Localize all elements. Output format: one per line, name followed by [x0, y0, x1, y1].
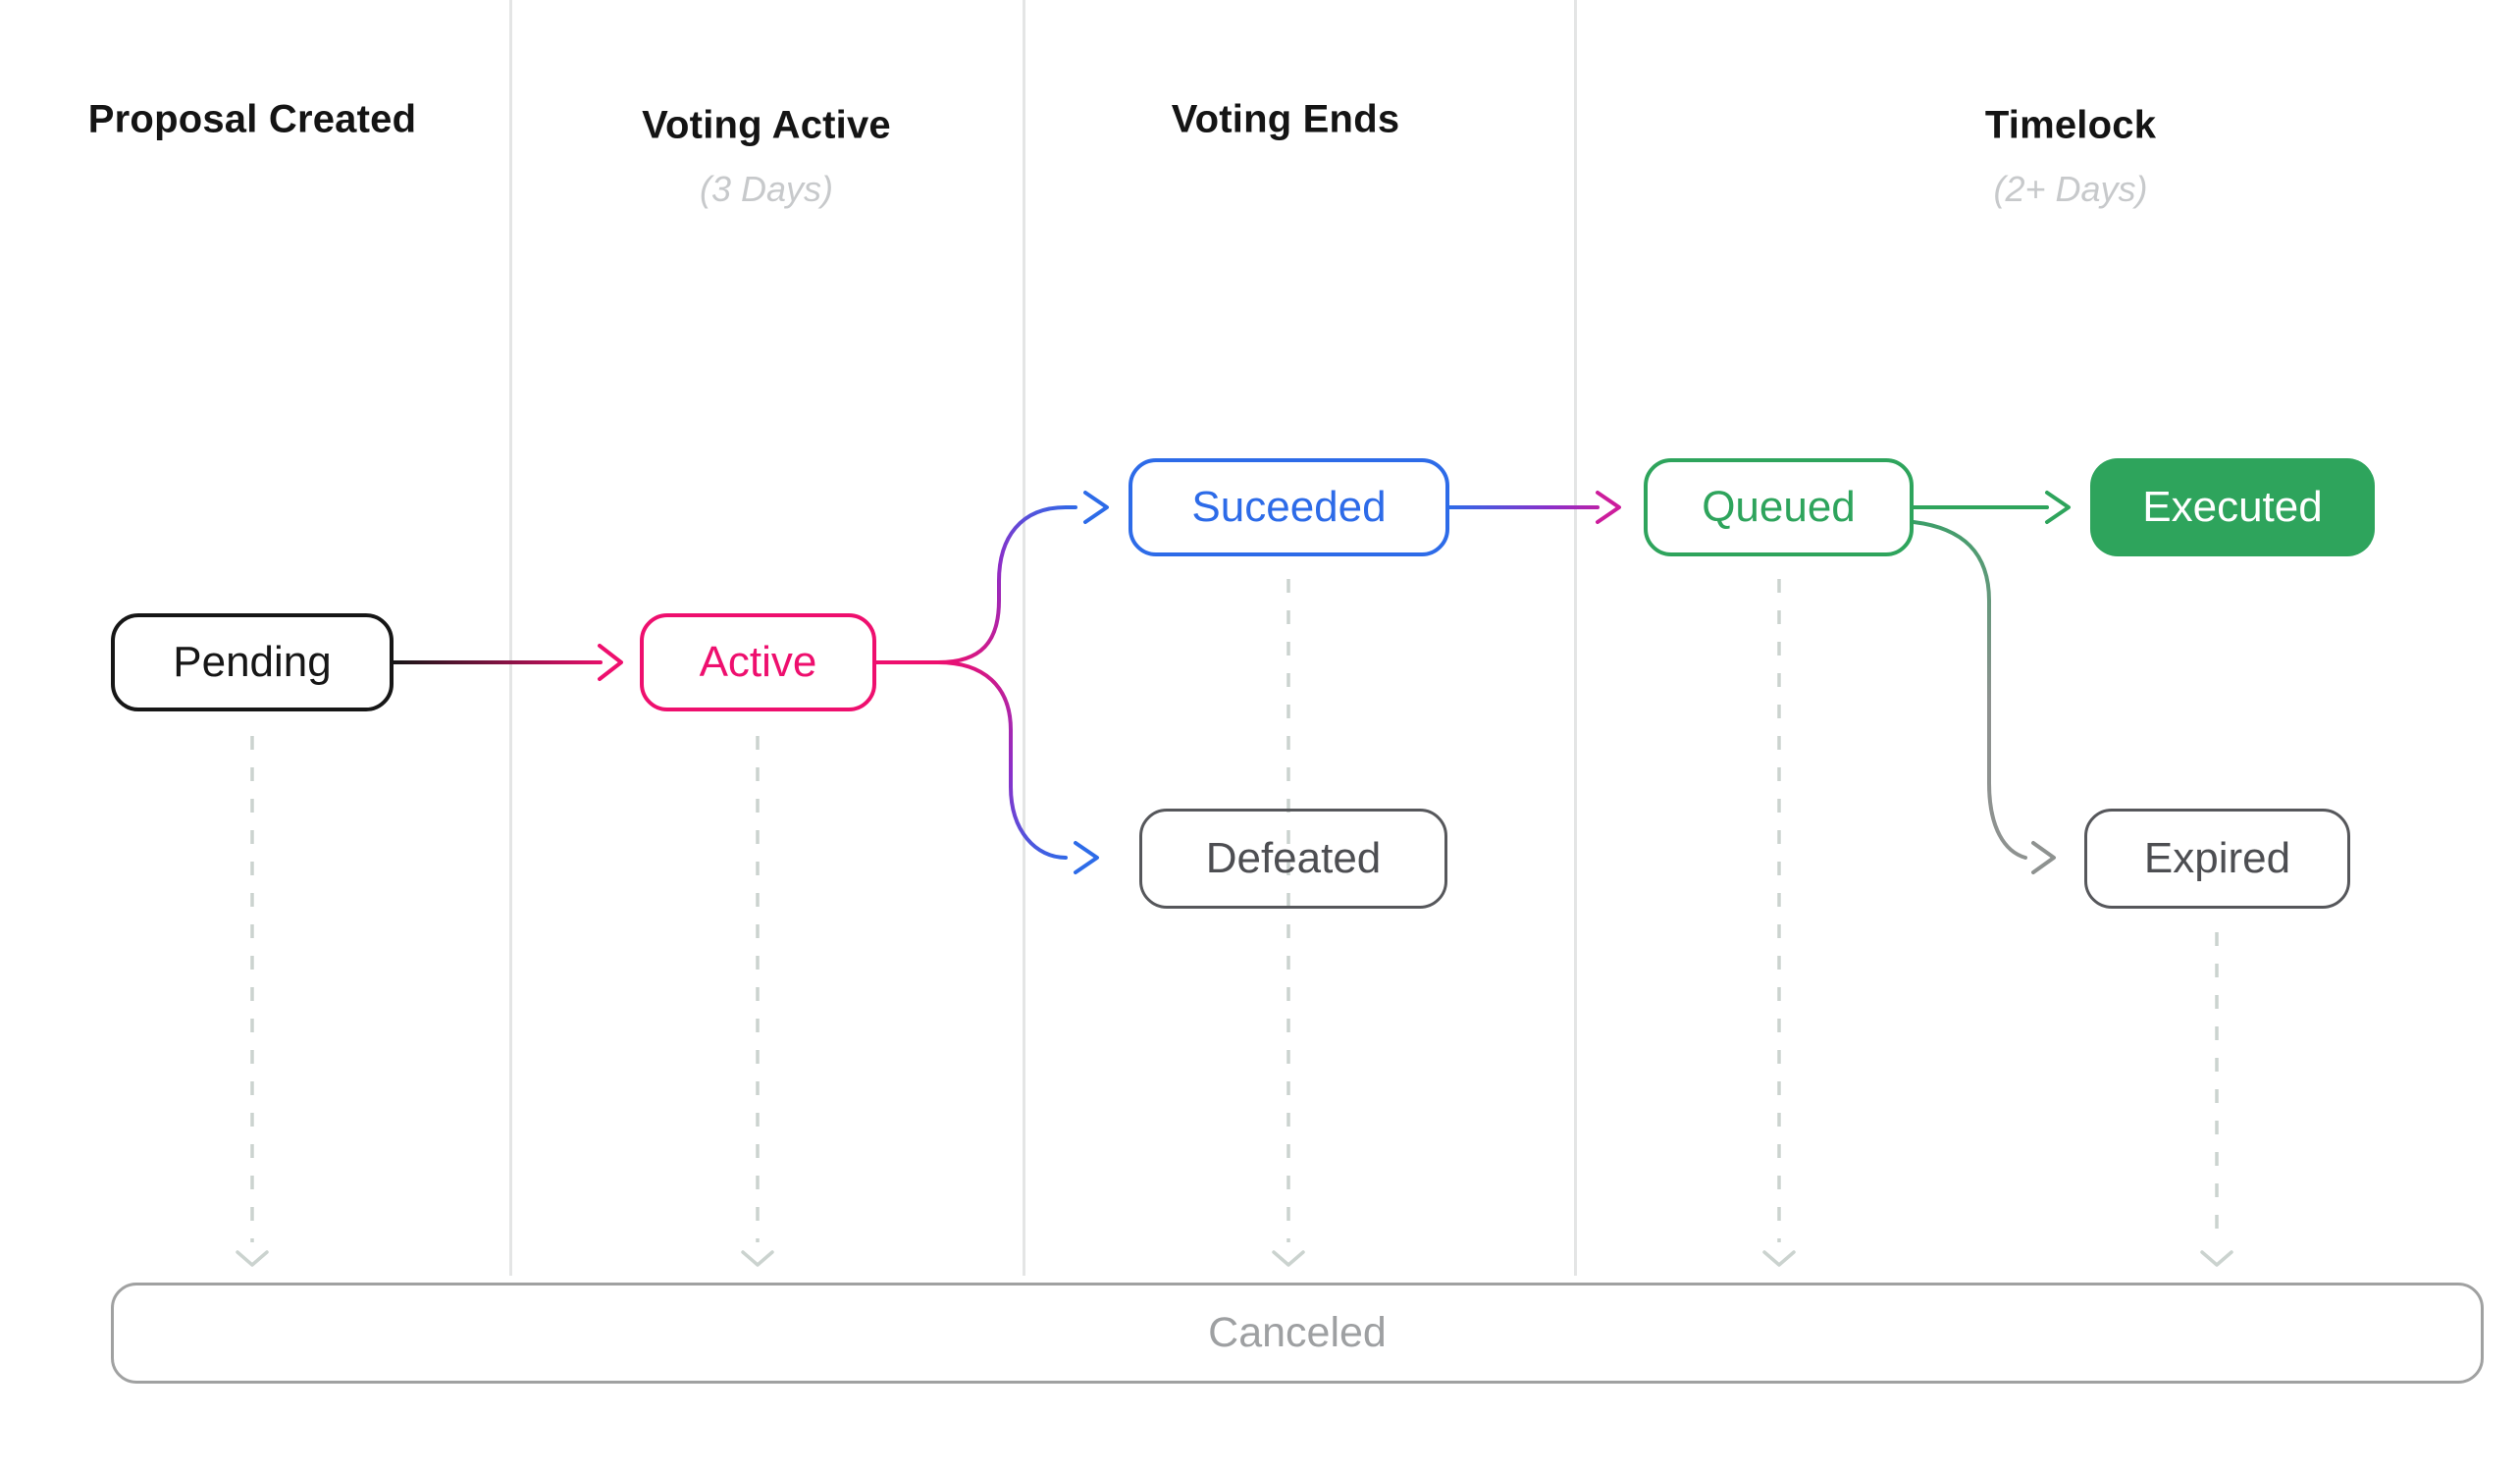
node-succeeded-label: Suceeded: [1191, 483, 1387, 531]
arrowhead-queued-to-executed: [2045, 491, 2071, 524]
node-executed: Executed: [2090, 458, 2375, 556]
chevron-down-icon: [236, 1250, 269, 1267]
node-queued-label: Queued: [1702, 483, 1856, 531]
node-defeated-label: Defeated: [1205, 834, 1382, 882]
arrowhead-queued-to-expired: [2031, 841, 2056, 874]
arrowhead-pending-to-active: [598, 644, 623, 681]
arrow-active-to-defeated: [936, 660, 1068, 860]
cancel-dashed-lines: [250, 579, 2219, 1242]
arrow-queued-to-expired: [1912, 520, 2027, 860]
node-executed-label: Executed: [2142, 483, 2323, 531]
chevron-down-icon: [1762, 1250, 1796, 1267]
column-subtitle-timelock: (2+ Days): [1993, 169, 2148, 209]
node-pending-label: Pending: [173, 638, 332, 686]
node-defeated: Defeated: [1139, 809, 1447, 909]
column-title-proposal-created: Proposal Created: [87, 97, 417, 141]
node-succeeded: Suceeded: [1129, 458, 1449, 556]
column-separator: [1023, 0, 1025, 1276]
chevron-down-icon: [1272, 1250, 1305, 1267]
chevron-down-icon: [741, 1250, 774, 1267]
column-separator: [1574, 0, 1577, 1276]
cancel-chevrons: [236, 1250, 2233, 1267]
node-pending: Pending: [111, 613, 394, 711]
node-active: Active: [640, 613, 876, 711]
arrowhead-active-to-succeeded: [1083, 491, 1109, 524]
column-title-voting-ends: Voting Ends: [1171, 97, 1400, 141]
column-separator: [509, 0, 512, 1276]
canceled-label: Canceled: [1208, 1309, 1387, 1356]
chevron-down-icon: [2200, 1250, 2233, 1267]
node-active-label: Active: [699, 638, 817, 686]
arrowhead-succeeded-to-queued: [1596, 491, 1621, 524]
canceled-bar: Canceled: [111, 1283, 2484, 1384]
column-subtitle-voting-active: (3 Days): [699, 169, 834, 209]
column-title-timelock: Timelock: [1984, 103, 2157, 147]
node-expired: Expired: [2084, 809, 2350, 909]
arrow-active-to-succeeded: [936, 505, 1077, 664]
node-queued: Queued: [1644, 458, 1914, 556]
arrowhead-active-to-defeated: [1074, 841, 1099, 874]
node-expired-label: Expired: [2143, 834, 2291, 882]
column-title-voting-active: Voting Active: [642, 103, 891, 147]
